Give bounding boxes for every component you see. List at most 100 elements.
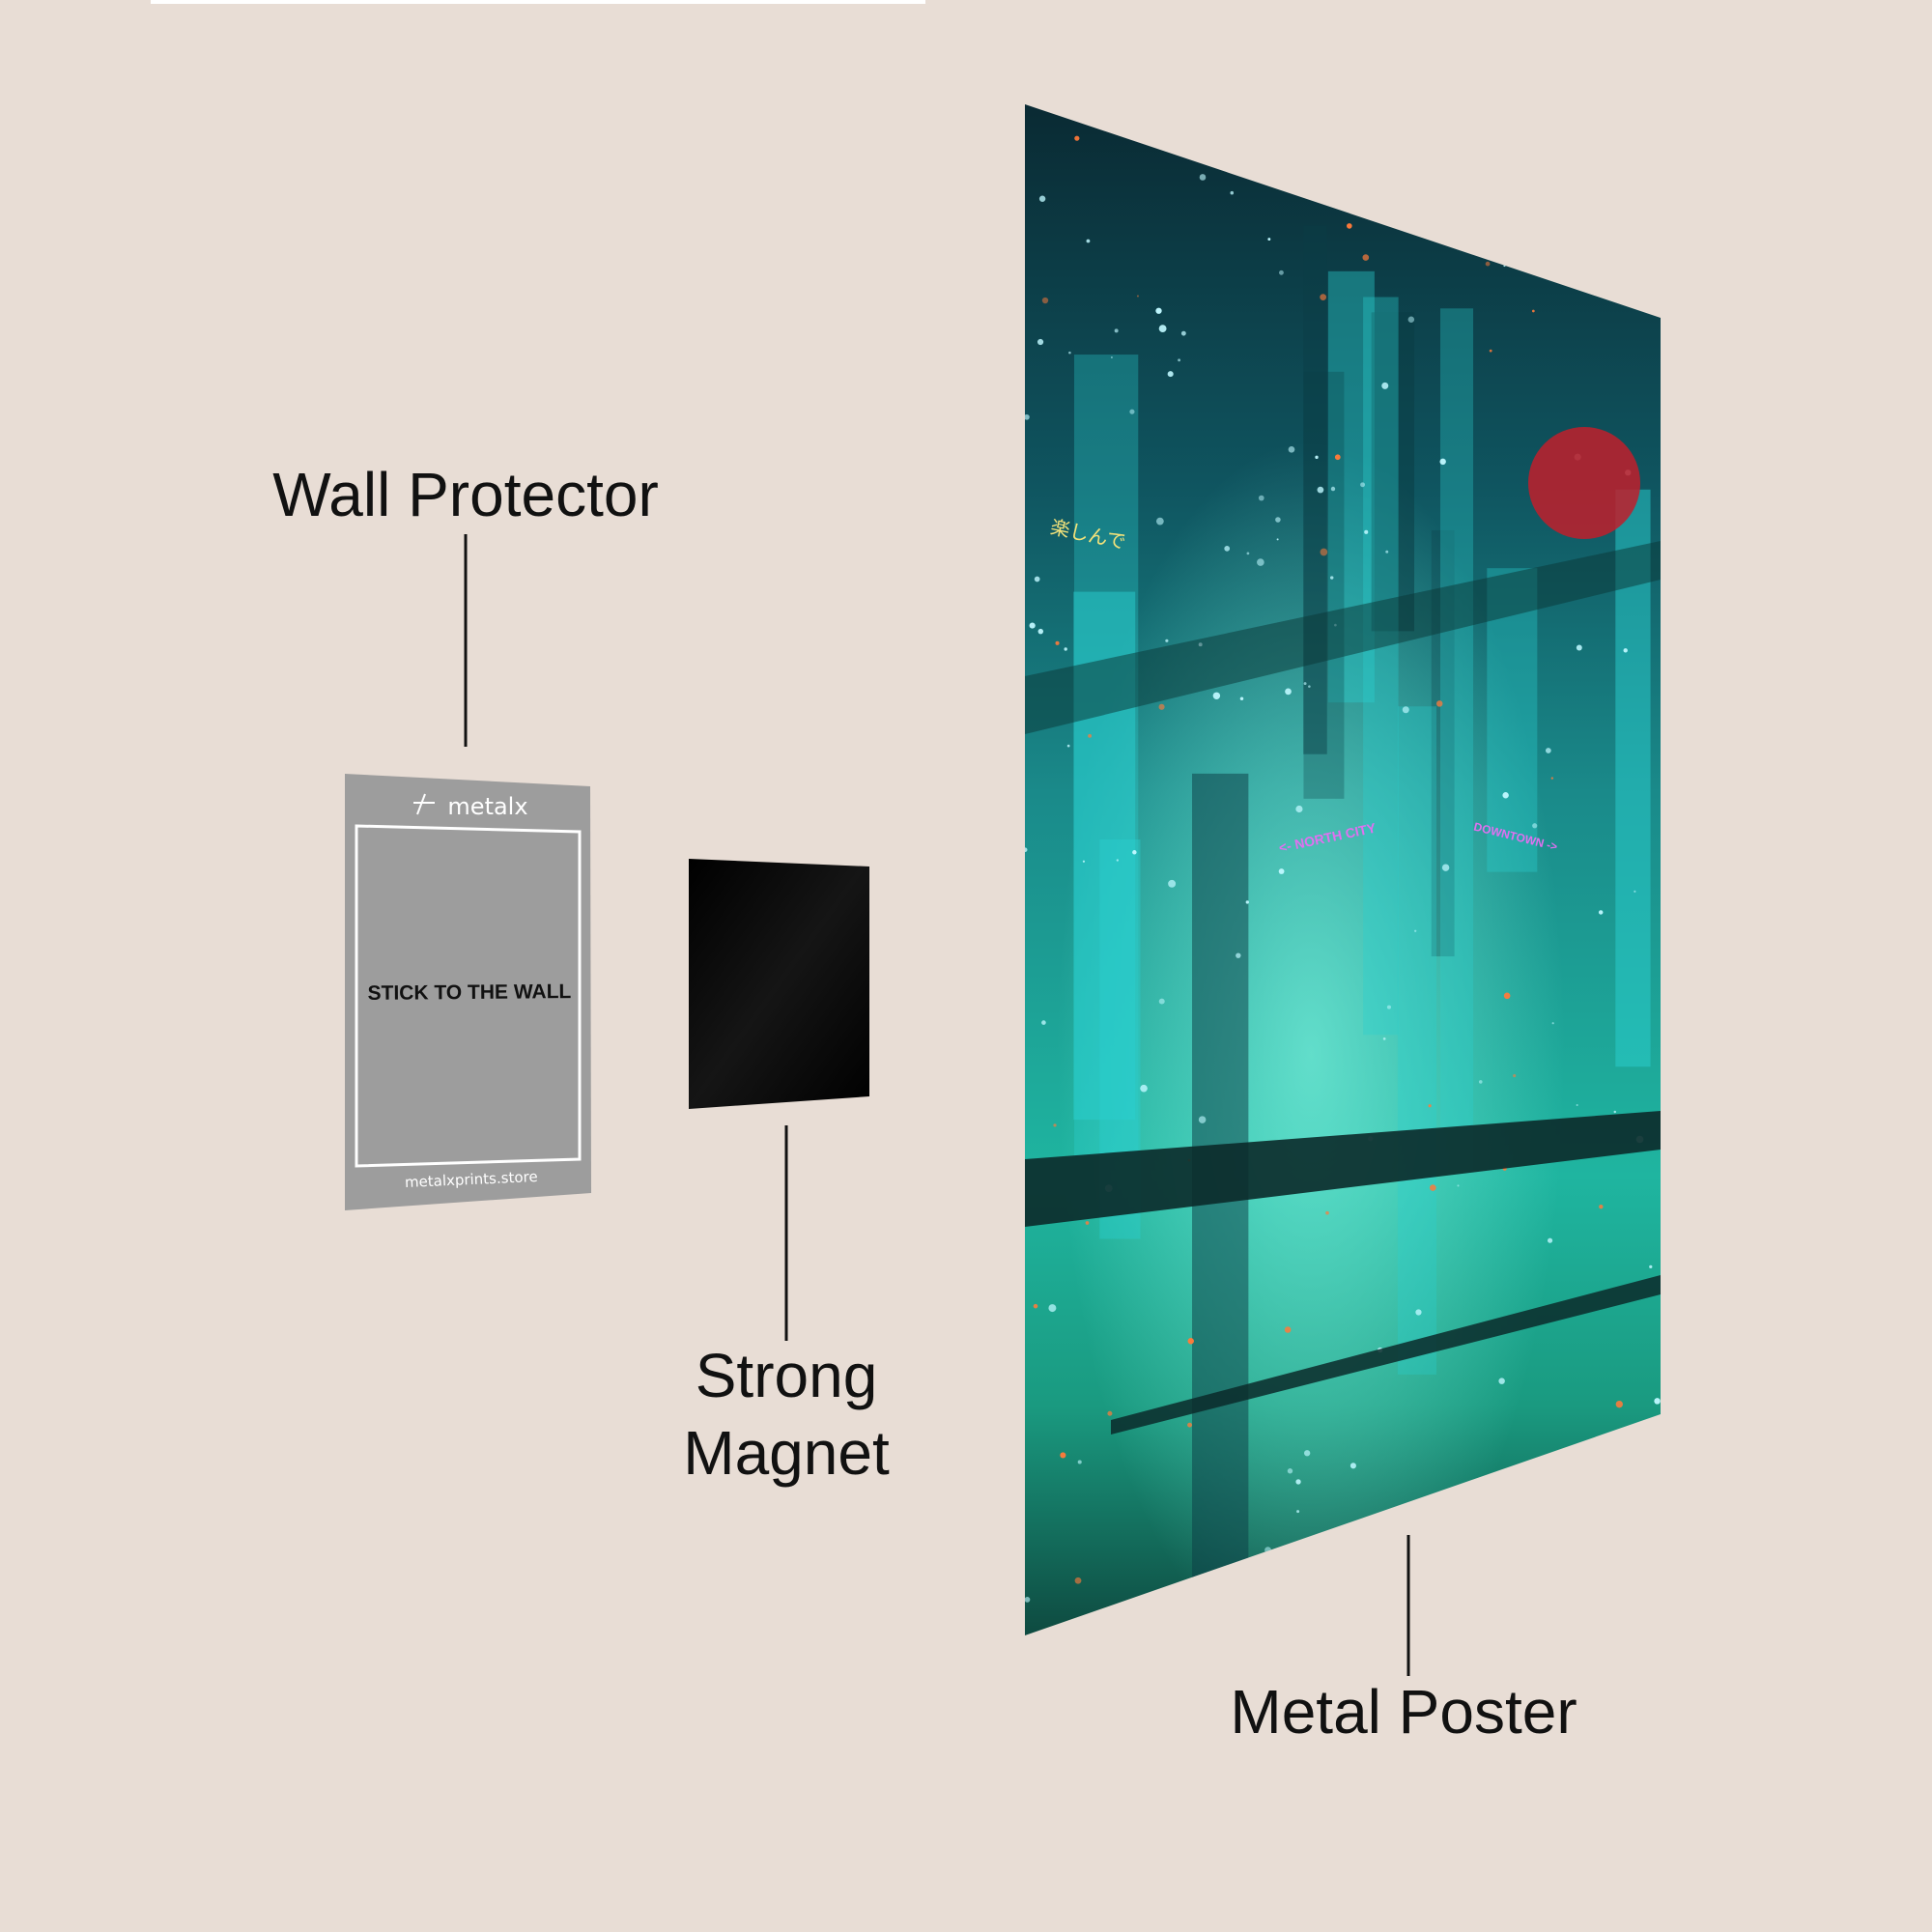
light-particle — [1212, 692, 1221, 700]
light-particle — [1498, 1378, 1505, 1384]
light-particle — [1085, 1221, 1090, 1225]
light-particle — [1278, 270, 1284, 275]
light-particle — [1320, 294, 1327, 301]
light-particle — [1037, 628, 1044, 635]
strong-magnet — [689, 859, 869, 1109]
light-particle — [1025, 847, 1028, 853]
light-particle — [1634, 1438, 1637, 1442]
light-particle — [1359, 1544, 1362, 1548]
light-particle — [1402, 706, 1409, 714]
building — [1371, 312, 1415, 632]
metalx-logo-icon — [413, 793, 435, 815]
light-particle — [1463, 1552, 1468, 1557]
light-particle — [1303, 682, 1307, 686]
light-particle — [1435, 700, 1443, 707]
strong-magnet-label-line2: Magnet — [683, 1418, 890, 1488]
light-particle — [1637, 1456, 1642, 1462]
light-particle — [1329, 576, 1334, 580]
light-particle — [1038, 195, 1046, 202]
light-particle — [1088, 733, 1093, 738]
light-particle — [1325, 1210, 1329, 1215]
light-particle — [1319, 1614, 1325, 1621]
light-particle — [1082, 860, 1086, 863]
building — [1439, 308, 1474, 1170]
light-particle — [1158, 703, 1165, 710]
light-particle — [1598, 910, 1604, 915]
building — [1303, 371, 1345, 799]
light-particle — [1623, 648, 1628, 653]
light-particle — [1381, 382, 1389, 389]
light-particle — [1033, 1303, 1038, 1309]
light-particle — [1132, 850, 1137, 855]
light-particle — [1576, 1103, 1578, 1107]
light-particle — [1068, 351, 1071, 355]
light-particle — [1441, 864, 1450, 871]
light-particle — [1545, 748, 1551, 753]
light-particle — [1155, 307, 1162, 314]
bridge — [1025, 1111, 1661, 1227]
light-particle — [1644, 1605, 1648, 1609]
light-particle — [1334, 454, 1341, 461]
light-particle — [1264, 1547, 1271, 1554]
light-particle — [1168, 879, 1177, 888]
light-particle — [1631, 114, 1635, 120]
light-particle — [1116, 859, 1119, 862]
light-particle — [1480, 1490, 1487, 1495]
light-particle — [1239, 696, 1244, 701]
light-particle — [1502, 792, 1509, 799]
light-particle — [1107, 1410, 1113, 1416]
wall-protector: metalx STICK TO THE WALL metalxprints.st… — [345, 774, 591, 1210]
protector-center-text: STICK TO THE WALL — [367, 980, 571, 1005]
protector-footer-text: metalxprints.store — [405, 1168, 538, 1191]
light-particle — [1060, 1452, 1066, 1459]
light-particle — [1615, 1400, 1623, 1408]
light-particle — [1158, 325, 1167, 333]
light-particle — [1415, 1309, 1422, 1316]
light-particle — [1187, 1422, 1192, 1428]
light-particle — [1245, 900, 1249, 904]
light-particle — [1029, 622, 1036, 629]
light-particle — [1034, 576, 1040, 582]
light-particle — [1472, 1599, 1475, 1602]
light-particle — [1037, 338, 1044, 346]
light-particle — [1284, 1326, 1292, 1333]
light-particle — [1563, 153, 1567, 156]
light-particle — [1613, 1110, 1616, 1114]
light-particle — [1429, 1184, 1436, 1191]
light-particle — [1236, 952, 1241, 958]
light-particle — [1629, 1445, 1634, 1450]
light-particle — [1074, 1577, 1082, 1584]
metal-poster: <- NORTH CITY DOWNTOWN -> 楽しんで — [1025, 104, 1661, 1635]
light-particle — [1513, 1074, 1517, 1078]
light-particle — [1066, 744, 1070, 748]
light-particle — [1478, 1080, 1483, 1084]
light-particle — [1583, 231, 1586, 235]
light-particle — [1557, 248, 1561, 251]
light-particle — [1550, 777, 1554, 780]
light-particle — [1532, 823, 1538, 829]
light-particle — [1320, 548, 1328, 556]
light-particle — [1285, 688, 1292, 696]
light-particle — [1485, 261, 1491, 267]
light-particle — [1303, 1450, 1311, 1457]
building — [1431, 529, 1455, 957]
light-particle — [1522, 1499, 1528, 1505]
protector-logo: metalx — [447, 793, 527, 820]
light-particle — [1230, 190, 1235, 195]
light-particle — [1595, 264, 1600, 269]
light-particle — [1551, 1022, 1554, 1025]
light-particle — [1646, 1502, 1649, 1506]
light-particle — [1086, 239, 1091, 243]
light-particle — [1041, 297, 1049, 304]
light-particle — [1198, 1116, 1207, 1123]
light-particle — [1439, 458, 1446, 466]
light-particle — [1599, 1578, 1602, 1581]
light-particle — [1649, 1264, 1653, 1268]
light-particle — [1308, 685, 1311, 688]
light-particle — [1606, 1434, 1614, 1441]
light-particle — [1428, 1104, 1432, 1108]
light-particle — [1347, 223, 1352, 229]
light-particle — [1295, 805, 1303, 813]
light-particle — [1503, 265, 1506, 268]
